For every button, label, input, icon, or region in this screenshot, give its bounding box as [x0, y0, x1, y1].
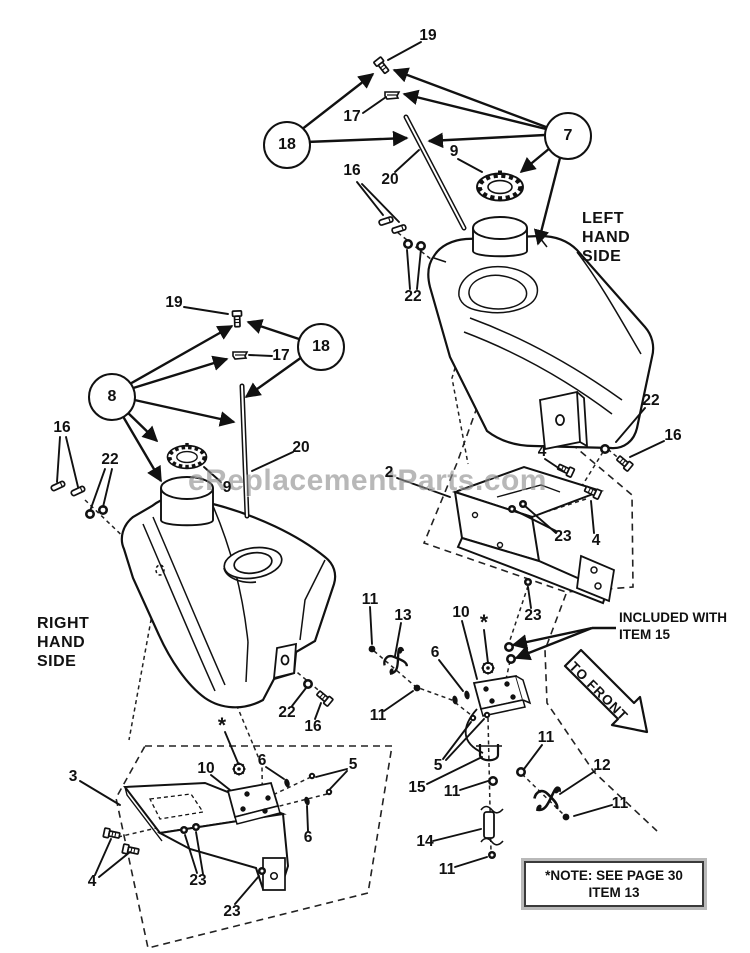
washer-included	[503, 641, 515, 653]
plate-10-left	[226, 781, 281, 825]
clip-17-top	[384, 91, 400, 100]
nut-23	[192, 823, 200, 831]
right-tank-mount-tab	[272, 642, 297, 680]
watermark: eReplacementParts.com	[188, 464, 547, 497]
spacer-16	[390, 223, 408, 235]
grommet-6	[463, 690, 471, 700]
screw-5	[325, 788, 333, 796]
right-hand-tank	[120, 476, 337, 709]
nut-23	[258, 867, 266, 875]
left-tank-filler-neck	[472, 216, 528, 258]
nut-11	[413, 684, 421, 692]
nut-23	[508, 505, 516, 513]
spacer-16	[49, 479, 67, 493]
washer-11	[487, 775, 499, 787]
left-hand-side-label: LEFT HAND SIDE	[582, 210, 631, 265]
included-with-note: INCLUDED WITH ITEM 15	[619, 610, 727, 642]
grommet-6	[303, 796, 311, 806]
saddle-15	[476, 744, 502, 762]
fuel-rod-middle	[239, 383, 250, 519]
right-tank-filler-neck	[160, 476, 214, 527]
dashed-region-center	[544, 593, 658, 832]
washer-included	[505, 653, 517, 665]
nut-11	[368, 645, 376, 653]
leader-lines	[56, 41, 665, 905]
bolt-4	[555, 461, 576, 479]
washer-22	[302, 678, 314, 690]
tube-14	[480, 805, 504, 846]
bolt-16	[314, 688, 335, 708]
nut-11	[562, 813, 570, 821]
spacer-16	[377, 215, 395, 227]
left-tank-mount-tab	[539, 390, 589, 451]
screw-5	[469, 714, 477, 722]
left-mount-bracket	[123, 781, 290, 891]
right-tank-opening	[223, 546, 283, 584]
plate-10-center	[464, 674, 532, 754]
note-box: *NOTE: SEE PAGE 30 ITEM 13	[524, 861, 704, 907]
screw-5	[483, 711, 491, 719]
nut-23	[524, 578, 532, 586]
washer-22	[599, 443, 611, 455]
cable-clamp-12	[529, 784, 567, 816]
clip-17-mid	[232, 351, 248, 360]
nut-23	[180, 826, 188, 834]
washer-22	[402, 239, 414, 249]
bolt-4	[121, 843, 141, 857]
dashed-region-bottom-left	[115, 745, 393, 949]
to-front-arrow: TO FRONT	[563, 648, 649, 734]
fuel-rod-top	[403, 114, 467, 231]
keps-nut-star	[231, 761, 247, 777]
nut-11	[488, 851, 496, 859]
fuel-cap-left	[477, 171, 523, 201]
bolt-4	[102, 827, 122, 841]
screw-5	[308, 772, 316, 780]
right-hand-side-label: RIGHT HAND SIDE	[37, 615, 90, 670]
bolt-19-mid	[231, 309, 243, 328]
